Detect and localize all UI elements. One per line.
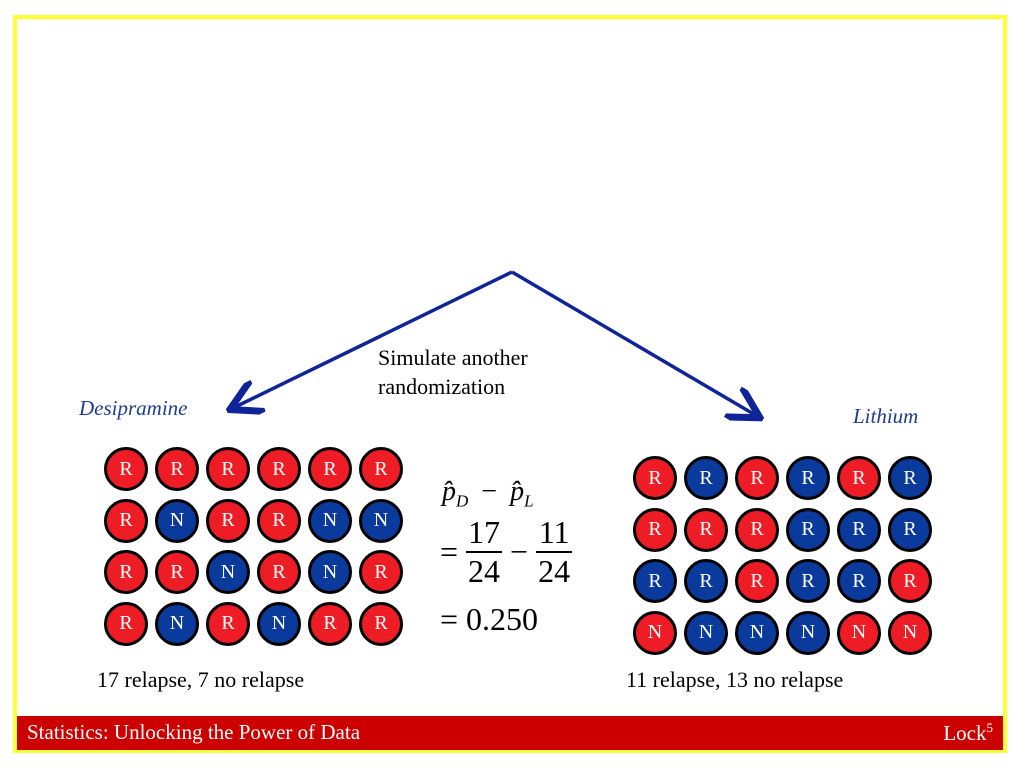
simulate-label-line-1: Simulate another — [378, 345, 528, 370]
desipramine-circle-r1c2: R — [155, 447, 199, 491]
lithium-circle-r3c4: R — [786, 559, 830, 603]
desipramine-circle-r2c4: R — [257, 498, 301, 543]
desipramine-circle-r4c5: R — [308, 601, 352, 646]
lithium-summary: 11 relapse, 13 no relapse — [626, 667, 844, 692]
p-hat-l: p̂ — [510, 476, 525, 507]
desipramine-circle-r2c5: N — [308, 498, 352, 543]
lithium-circle-r4c2: N — [684, 610, 728, 655]
equation-line-3: = 0.250 — [440, 601, 538, 638]
equals-2: = — [440, 601, 459, 637]
numerator-17: 17 — [468, 514, 501, 550]
minus-1: − — [481, 476, 498, 507]
lithium-circle-r2c5: R — [837, 507, 881, 552]
footer-author-sup: 5 — [986, 720, 994, 735]
desipramine-circle-r4c2: N — [155, 601, 199, 646]
desipramine-circle-r4c4: N — [257, 601, 301, 646]
desipramine-label: Desipramine — [79, 396, 188, 420]
desipramine-summary: 17 relapse, 7 no relapse — [97, 667, 305, 692]
sub-l: L — [524, 491, 534, 511]
desipramine-circle-r2c3: R — [206, 498, 250, 543]
desipramine-circle-r3c5: N — [308, 550, 352, 594]
fraction-17-24: 17 24 — [466, 514, 503, 590]
desipramine-circle-r3c2: R — [155, 550, 199, 594]
desipramine-circle-r4c6: R — [359, 601, 403, 646]
lithium-circle-r3c1: R — [633, 559, 677, 603]
denominator-24b: 24 — [538, 553, 571, 589]
lithium-circle-r4c6: N — [888, 610, 932, 655]
footer-author: Lock5 — [943, 720, 993, 746]
lithium-circle-r1c4: R — [786, 456, 830, 500]
desipramine-circle-r1c5: R — [308, 447, 352, 491]
desipramine-circle-r4c3: R — [206, 601, 250, 646]
footer-title: Statistics: Unlocking the Power of Data — [27, 720, 361, 744]
lithium-circle-r4c1: N — [633, 610, 677, 655]
lithium-circle-r4c5: N — [837, 610, 881, 655]
equation-line-1: p̂D − p̂L — [442, 476, 534, 512]
numerator-11: 11 — [538, 514, 570, 550]
simulate-label: Simulate another randomization — [378, 343, 528, 401]
desipramine-circle-r3c6: R — [359, 550, 403, 594]
denominator-24: 24 — [468, 553, 501, 589]
lithium-circle-r1c2: R — [684, 456, 728, 500]
desipramine-circle-r2c2: N — [155, 498, 199, 543]
desipramine-circle-r2c1: R — [104, 498, 148, 543]
equation-line-2: = 17 24 − 11 24 — [440, 514, 573, 590]
lithium-circle-r4c4: N — [786, 610, 830, 655]
desipramine-circle-r1c1: R — [104, 447, 148, 491]
lithium-circle-r1c1: R — [633, 456, 677, 500]
desipramine-circle-r1c4: R — [257, 447, 301, 491]
minus-2: − — [510, 533, 529, 570]
difference-value: 0.250 — [466, 601, 539, 637]
lithium-circle-r1c5: R — [837, 456, 881, 500]
lithium-circle-r3c3: R — [735, 559, 779, 603]
lithium-circle-r2c4: R — [786, 507, 830, 552]
p-hat-d: p̂ — [442, 476, 456, 507]
lithium-circle-r2c3: R — [735, 507, 779, 552]
lithium-circle-r3c6: R — [888, 559, 932, 603]
lithium-circle-r2c2: R — [684, 507, 728, 552]
lithium-circle-r1c3: R — [735, 456, 779, 500]
lithium-circle-r2c6: R — [888, 507, 932, 552]
lithium-circle-r2c1: R — [633, 507, 677, 552]
desipramine-circle-r3c1: R — [104, 550, 148, 594]
lithium-circle-r1c6: R — [888, 456, 932, 500]
desipramine-circle-r3c4: R — [257, 550, 301, 594]
desipramine-circle-r1c3: R — [206, 447, 250, 491]
desipramine-circle-r1c6: R — [359, 447, 403, 491]
simulate-label-line-2: randomization — [378, 374, 506, 399]
desipramine-circle-r2c6: N — [359, 498, 403, 543]
desipramine-circle-r3c3: N — [206, 550, 250, 594]
footer-author-name: Lock — [943, 721, 987, 745]
sub-d: D — [456, 491, 469, 511]
lithium-circle-r4c3: N — [735, 610, 779, 655]
desipramine-circle-r4c1: R — [104, 601, 148, 646]
equals-1: = — [440, 533, 459, 570]
lithium-circle-r3c5: R — [837, 559, 881, 603]
footer-bar: Statistics: Unlocking the Power of Data … — [17, 716, 1003, 750]
lithium-label: Lithium — [853, 404, 919, 428]
fraction-11-24: 11 24 — [536, 514, 573, 590]
lithium-circle-r3c2: R — [684, 559, 728, 603]
